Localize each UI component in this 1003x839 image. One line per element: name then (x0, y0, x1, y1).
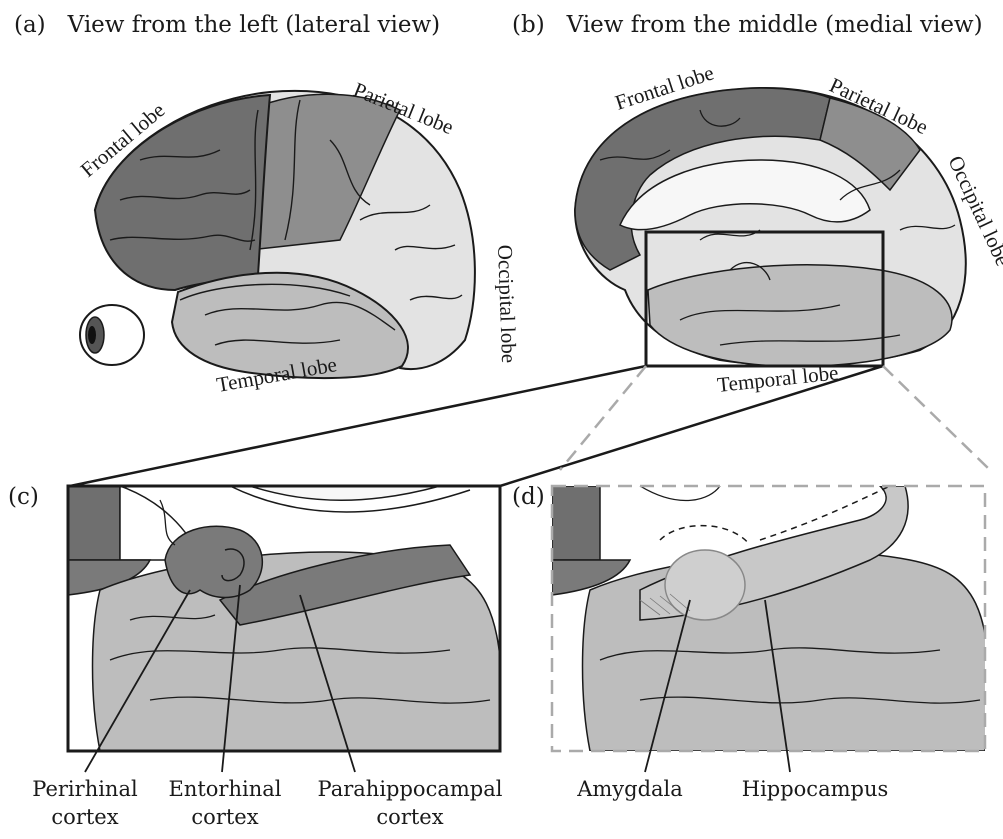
panel-c-zoom (68, 486, 502, 772)
entorhinal-cortex-label: Entorhinal cortex (150, 775, 300, 832)
amygdala-label: Amygdala (560, 775, 700, 803)
zoom-connectors (70, 366, 990, 486)
parahippocampal-line1: Parahippocampal (300, 775, 520, 803)
entorhinal-line1: Entorhinal (150, 775, 300, 803)
perirhinal-cortex-label: Perirhinal cortex (10, 775, 160, 832)
hippocampus-label: Hippocampus (730, 775, 900, 803)
perirhinal-line1: Perirhinal (10, 775, 160, 803)
parahippocampal-cortex-label: Parahippocampal cortex (300, 775, 520, 832)
eye-icon (80, 305, 144, 365)
entorhinal-line2: cortex (150, 803, 300, 831)
lateral-occipital-label: Occipital lobe (493, 244, 521, 363)
parahippocampal-line2: cortex (300, 803, 520, 831)
entorhinal-region (165, 526, 262, 597)
medial-brain: Frontal lobe Parietal lobe Occipital lob… (575, 60, 1003, 397)
panel-d-zoom (552, 486, 989, 772)
lateral-brain: Frontal lobe Parietal lobe Occipital lob… (76, 77, 521, 397)
perirhinal-line2: cortex (10, 803, 160, 831)
